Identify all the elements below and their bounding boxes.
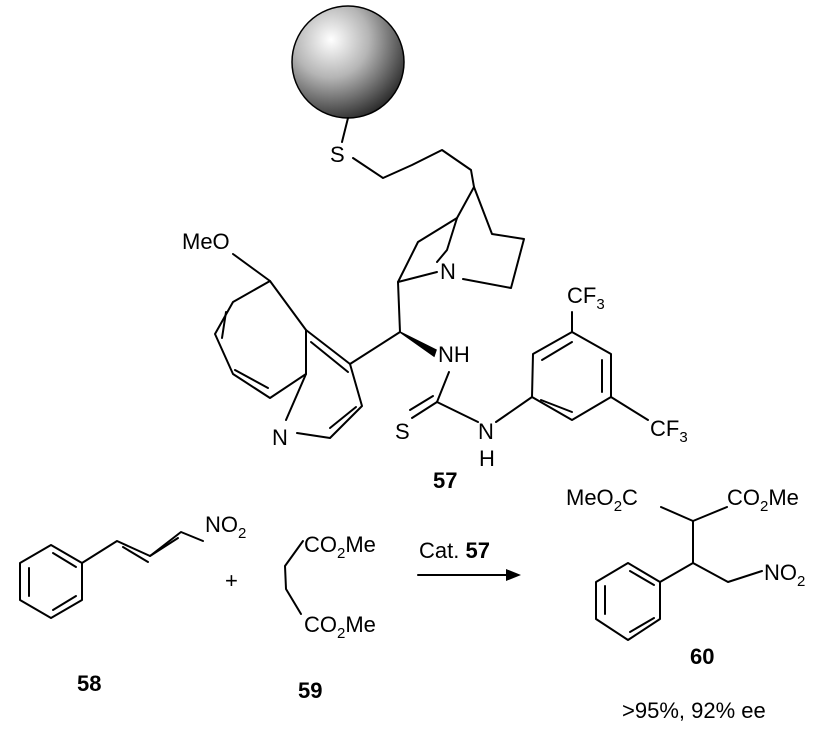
- thiourea-nitrogen-label: N: [478, 419, 494, 444]
- compound-number-57: 57: [433, 468, 457, 493]
- thioether-linker: [341, 117, 475, 188]
- cf3-bottom-label: CF3: [650, 416, 688, 446]
- thiourea: [409, 371, 479, 423]
- catalyst-57: S N MeO N NH: [182, 5, 688, 493]
- thiourea-hydrogen-label: H: [479, 446, 495, 471]
- quinoline-ring: [214, 253, 363, 439]
- nitro-label-60: NO2: [764, 560, 805, 590]
- dimethyl-malonate-59: CO2Me CO2Me 59: [284, 532, 376, 703]
- ester-label-right-60: CO2Me: [727, 485, 799, 515]
- sulfur-label: S: [330, 142, 345, 167]
- methoxy-label: MeO: [182, 229, 230, 254]
- polymer-bead: [291, 5, 405, 119]
- quinoline-nitrogen-label: N: [272, 425, 288, 450]
- wedge-bond: [399, 331, 437, 358]
- bis-trifluoromethyl-phenyl-ring: [495, 311, 649, 423]
- arrow-condition-label: Cat. 57: [419, 538, 490, 563]
- ester-label-bottom-59: CO2Me: [304, 612, 376, 642]
- arrowhead: [506, 569, 521, 581]
- quinuclidine-cage: [397, 186, 525, 333]
- quinuclidine-nitrogen-label: N: [440, 259, 456, 284]
- thione-sulfur-label: S: [395, 419, 410, 444]
- compound-number-60: 60: [690, 644, 714, 669]
- cf3-top-label: CF3: [567, 283, 605, 313]
- nitro-label-58: NO2: [205, 512, 246, 542]
- ester-label-top-59: CO2Me: [304, 532, 376, 562]
- nitrostyrene-58: NO2 58: [19, 512, 246, 696]
- compound-number-58: 58: [77, 671, 101, 696]
- amine-nh-label: NH: [438, 342, 470, 367]
- product-60: MeO2C CO2Me NO2 60 >95%, 92% ee: [566, 485, 805, 723]
- compound-number-59: 59: [298, 678, 322, 703]
- plus-sign: +: [225, 568, 238, 593]
- ester-label-left-60: MeO2C: [566, 485, 638, 515]
- reaction-arrow: Cat. 57: [417, 538, 521, 581]
- yield-ee-label: >95%, 92% ee: [622, 698, 766, 723]
